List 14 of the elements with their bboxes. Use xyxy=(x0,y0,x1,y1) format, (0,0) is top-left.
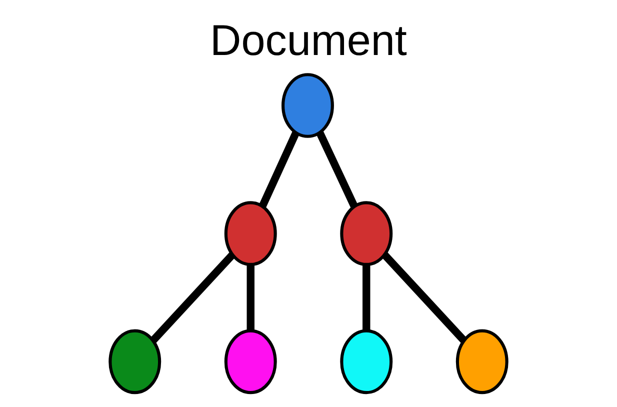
connector xyxy=(316,131,358,208)
connector xyxy=(258,131,300,208)
connector xyxy=(362,264,370,331)
connector xyxy=(382,252,467,343)
diagram-title: Document xyxy=(210,17,407,66)
node-circle xyxy=(456,329,508,394)
connector xyxy=(246,264,254,331)
node-circle xyxy=(224,201,277,266)
node-circle xyxy=(340,201,393,266)
node-circle xyxy=(282,73,334,138)
node-circle xyxy=(108,329,162,394)
node-circle xyxy=(224,329,277,394)
connector xyxy=(150,252,236,343)
node-circle xyxy=(340,329,393,394)
